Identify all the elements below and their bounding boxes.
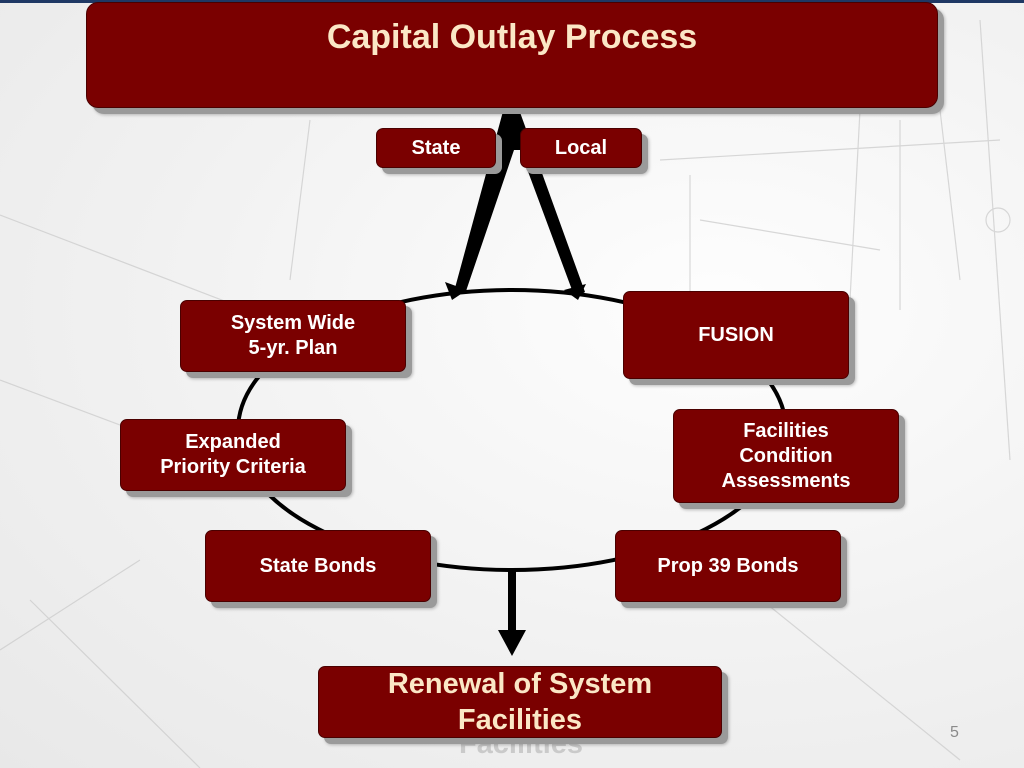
facilities-condition-label: Facilities Condition Assessments xyxy=(721,419,851,492)
local-source-box: Local xyxy=(520,128,642,168)
prop39-bonds-box: Prop 39 Bonds xyxy=(615,530,841,602)
renewal-result-label: Renewal of System Facilities xyxy=(387,667,653,736)
title-banner: Capital Outlay Process xyxy=(86,2,938,108)
system-wide-plan-label: System Wide 5-yr. Plan xyxy=(230,312,356,359)
state-bonds-label: State Bonds xyxy=(259,554,377,577)
down-arrow-shaft xyxy=(508,570,516,632)
system-wide-plan-box: System Wide 5-yr. Plan xyxy=(180,300,406,372)
top-rule xyxy=(0,0,1024,3)
renewal-result-box: Renewal of System Facilities xyxy=(318,666,722,738)
expanded-priority-criteria-label: Expanded Priority Criteria xyxy=(160,431,306,478)
local-arrowhead xyxy=(564,284,586,300)
state-bonds-box: State Bonds xyxy=(205,530,431,602)
state-arrowhead xyxy=(445,282,467,300)
facilities-condition-box: Facilities Condition Assessments xyxy=(673,409,899,503)
page-title: Capital Outlay Process xyxy=(326,18,698,56)
state-source-box: State xyxy=(376,128,496,168)
prop39-bonds-label: Prop 39 Bonds xyxy=(657,554,799,577)
page-number: 5 xyxy=(950,724,959,741)
fusion-box: FUSION xyxy=(623,291,849,379)
down-arrowhead xyxy=(498,630,526,656)
state-label: State xyxy=(411,136,461,159)
expanded-priority-criteria-box: Expanded Priority Criteria xyxy=(120,419,346,491)
fusion-label: FUSION xyxy=(698,323,774,346)
local-label: Local xyxy=(554,136,608,159)
